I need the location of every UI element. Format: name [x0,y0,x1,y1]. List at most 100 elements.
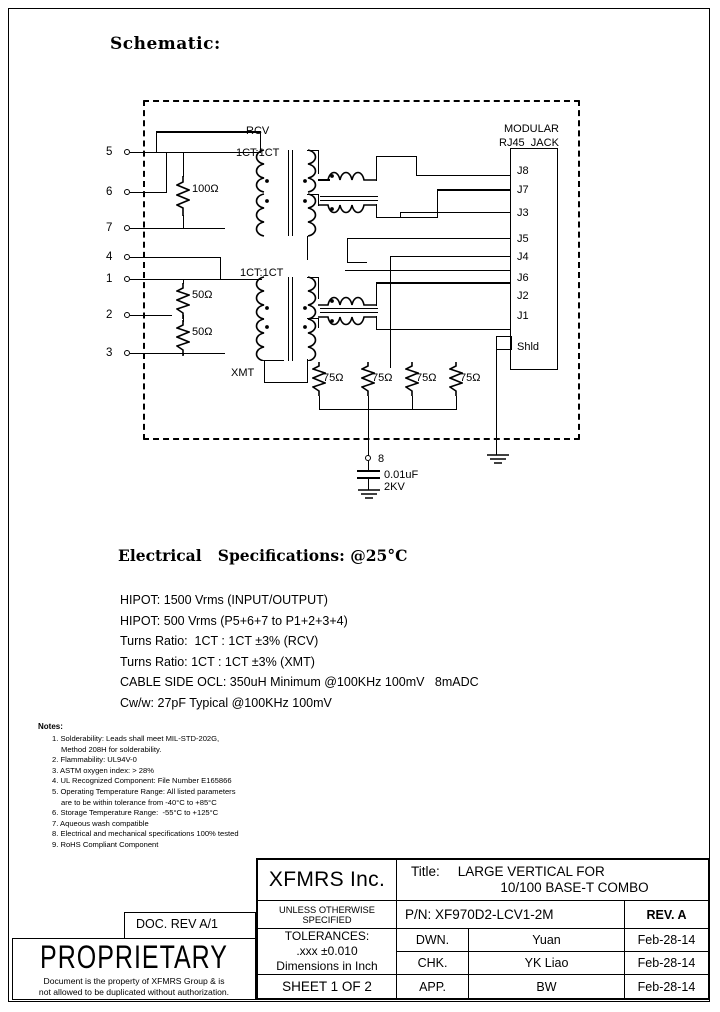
title-text-1: LARGE VERTICAL FOR [457,864,605,879]
wire [220,257,221,279]
doc-rev-label: DOC. REV A/1 [136,917,218,931]
note-item: 8. Electrical and mechanical specificati… [52,829,352,840]
spec-line: Cw/w: 27pF Typical @100KHz 100mV [120,695,332,710]
wire-to-j3 [400,212,510,213]
wire [437,189,438,218]
xmt-turns-ratio-label: 1CT:1CT [240,267,284,279]
resistor-75ohm-1-label: 75Ω [323,372,344,384]
pin-terminal-3 [124,350,130,356]
xmt-choke-winding-bottom [318,316,376,326]
proprietary-line-2: not allowed to be duplicated without aut… [38,987,230,997]
wire [318,179,330,181]
wire [318,150,319,174]
wire [368,396,369,410]
approved-date: Feb-28-14 [637,979,696,994]
wire [347,238,348,263]
wire [130,257,220,258]
wire [376,316,377,330]
spec-line: HIPOT: 1500 Vrms (INPUT/OUTPUT) [120,593,328,607]
title-label: Title: [411,864,440,879]
note-text: Flammability: UL94V-0 [60,755,137,765]
cap-pin-number: 8 [378,453,385,465]
note-text: UL Recognized Component: File Number E16… [60,776,232,786]
note-item: 7. Aqueous wash compatible [52,819,352,830]
wire [318,194,319,206]
jack-pin-j5: J5 [517,233,529,245]
jack-pin-j6: J6 [517,272,529,284]
resistor-50ohm-1-label: 50Ω [192,289,213,301]
wire [376,217,438,218]
spec-line: CABLE SIDE OCL: 350uH Minimum @100KHz 10… [120,675,479,689]
note-text: Electrical and mechanical specifications… [60,829,239,839]
spec-line: HIPOT: 500 Vrms (P5+6+7 to P1+2+3+4) [120,613,348,628]
wire [307,150,319,151]
jack-label-line2: RJ45 JACK [499,137,559,149]
pin-terminal-2 [124,312,130,318]
resistor-75ohm-2-symbol [361,362,375,396]
notes-heading: Notes: [38,722,63,731]
xmt-choke-core-b [320,312,378,313]
xmt-choke-winding-top [318,296,376,306]
note-number: 1. [52,734,59,743]
title-block: XFMRS Inc. Title:LARGE VERTICAL FOR 10/1… [256,858,710,1000]
rcv-core-2 [292,150,293,236]
isolation-boundary-dashed [143,100,580,440]
note-subtext: Method 208H for solderability. [61,744,162,754]
wire [416,156,417,176]
note-number: 5. [52,786,59,796]
pin-number-6: 6 [106,186,113,198]
tolerance-value: .xxx ±0.010 [296,944,358,958]
electrical-specifications-list: HIPOT: 1500 Vrms (INPUT/OUTPUT) HIPOT: 5… [120,590,590,713]
note-number: 3. [52,765,59,775]
rcv-choke-core-b [320,200,378,201]
bob-smith-bus [319,409,456,410]
cap-pin-terminal-8 [365,455,371,461]
jack-pin-j2: J2 [517,290,529,302]
resistor-75ohm-3-label: 75Ω [416,372,437,384]
page-border [8,8,710,1002]
proprietary-line-1: Document is the property of XFMRS Group … [43,976,225,986]
wire-to-j2 [376,282,510,284]
xmt-choke-core-a [320,308,378,309]
drawn-role: DWN. [415,933,450,947]
jack-pin-shld: Shld [517,341,540,353]
wire [260,131,261,153]
note-number: 4. [52,776,59,786]
wire [307,194,319,195]
resistor-75ohm-4-label: 75Ω [460,372,481,384]
wire [368,409,369,457]
pin-terminal-6 [124,189,130,195]
note-text: Storage Temperature Range: -55°C to +125… [60,808,219,818]
wire [166,152,261,153]
wire [156,131,157,153]
wire [130,279,225,280]
wire [318,318,319,328]
xmt-core-2 [292,277,293,361]
wire [183,315,184,322]
wire [130,315,172,316]
rcv-top-bus [156,131,261,133]
resistor-100ohm-label: 100Ω [192,183,219,195]
title-row-1: Title: LARGE VERTICAL FOR [397,864,708,880]
wire [130,228,225,229]
note-item: 2. Flammability: UL94V-0 [52,755,352,766]
dimensions-unit: Dimensions in Inch [276,959,378,973]
wire [376,156,377,181]
drawn-date: Feb-28-14 [637,933,696,947]
wire-to-j8 [416,175,510,176]
pin-terminal-7 [124,225,130,231]
wire [130,152,172,153]
jack-pin-j1: J1 [517,310,529,322]
jack-pin-j4: J4 [517,251,529,263]
note-item: 5. Operating Temperature Range: All list… [52,787,352,808]
wire-to-j7 [437,189,510,191]
note-number: 6. [52,808,59,818]
jack-label-line1: MODULAR [504,123,560,135]
xmt-transformer-secondary [303,276,317,361]
electrical-specifications-heading: Electrical Specifications: @25°C [118,546,408,565]
resistor-75ohm-1-symbol [312,362,326,396]
checked-name: YK Liao [524,956,569,970]
title-text-2: 10/100 BASE-T COMBO [500,880,649,895]
cap-value-line2: 2KV [384,481,405,493]
wire [412,396,413,410]
